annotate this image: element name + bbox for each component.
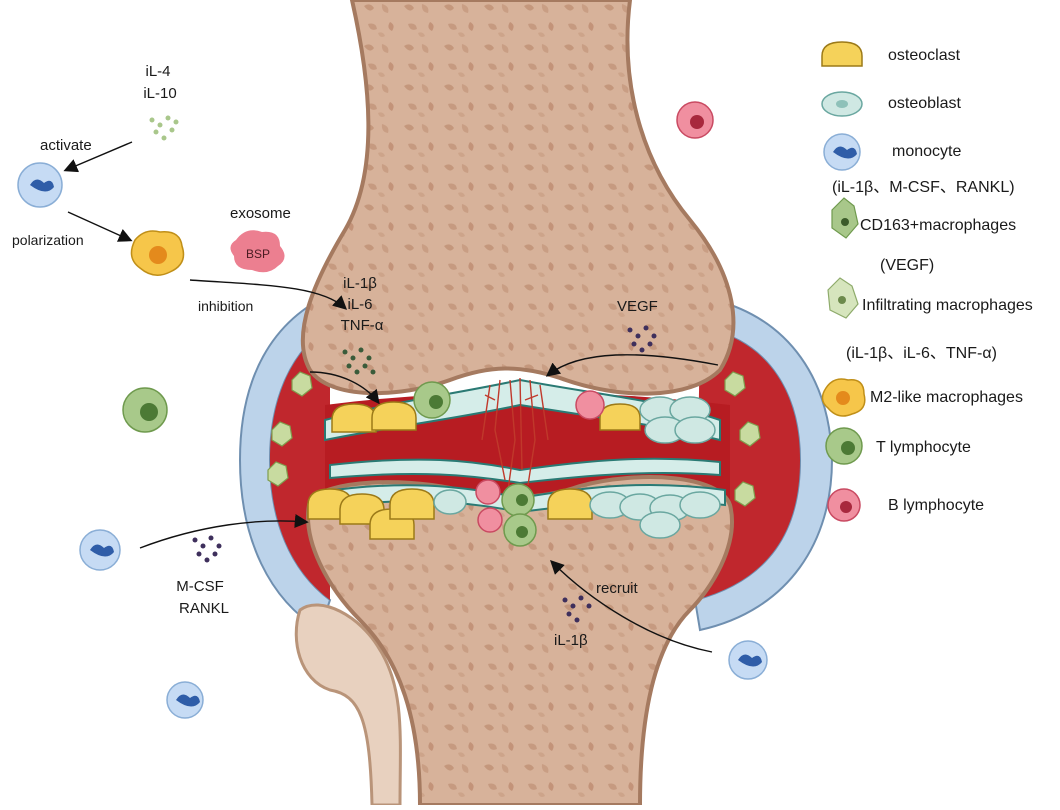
legend-label-osteoblast: osteoblast (888, 95, 961, 113)
legend-sub-infiltrating-macrophages: (iL-1β、iL-6、TNF-α) (846, 339, 997, 363)
osteoclast-icon (822, 42, 862, 66)
label-polarization: polarization (12, 232, 84, 248)
infiltrating-macrophage-icon (828, 278, 858, 318)
t-lymphocyte-icon (826, 428, 862, 464)
label-tnfa-top: TNF-α (341, 317, 384, 334)
m2-macrophage-icon (822, 379, 864, 416)
t-lymphocyte-left (123, 388, 167, 432)
legend-label-m2-macrophages: M2-like macrophages (870, 389, 1023, 407)
monocyte-icon (824, 134, 860, 170)
label-il1b-top: iL-1β (343, 275, 377, 292)
monocyte-left-top (18, 163, 62, 207)
label-il4: iL-4 (145, 63, 170, 80)
legend-label-osteoclast: osteoclast (888, 47, 960, 65)
legend-label-t-lymphocyte: T lymphocyte (876, 439, 971, 457)
label-activate: activate (40, 137, 92, 154)
legend-sub-cd163-macrophages: (VEGF) (880, 257, 934, 275)
label-recruit: recruit (596, 580, 638, 597)
label-exosome: exosome (230, 205, 291, 222)
legend-label-b-lymphocyte: B lymphocyte (888, 497, 984, 515)
cd163-macrophage-icon (832, 198, 858, 238)
femur (303, 0, 734, 394)
label-rankl: RANKL (179, 600, 229, 617)
label-mcsf: M-CSF (176, 578, 224, 595)
b-lymphocyte-icon (828, 489, 860, 521)
m2-macrophage-left (131, 231, 183, 275)
label-vegf: VEGF (617, 298, 658, 315)
legend-icons (822, 42, 865, 521)
label-il6-top: iL-6 (347, 296, 372, 313)
monocyte-bottom-left-2 (167, 682, 203, 718)
b-lymphocyte-top-right (677, 102, 713, 138)
label-il1b-bottom: iL-1β (554, 632, 588, 649)
legend-label-cd163-macrophages: CD163+macrophages (860, 217, 1016, 235)
legend-label-monocyte: monocyte (892, 143, 961, 161)
osteoblast-icon (822, 92, 862, 116)
monocyte-bottom-left (80, 530, 120, 570)
bsp-label: BSP (246, 247, 270, 261)
legend-sub-monocyte: (iL-1β、M-CSF、RANKL) (832, 173, 1015, 197)
monocyte-bottom-right (729, 641, 767, 679)
label-il10: iL-10 (143, 85, 176, 102)
legend-label-infiltrating-macrophages: Infiltrating macrophages (862, 297, 1033, 315)
label-inhibition: inhibition (198, 298, 253, 314)
